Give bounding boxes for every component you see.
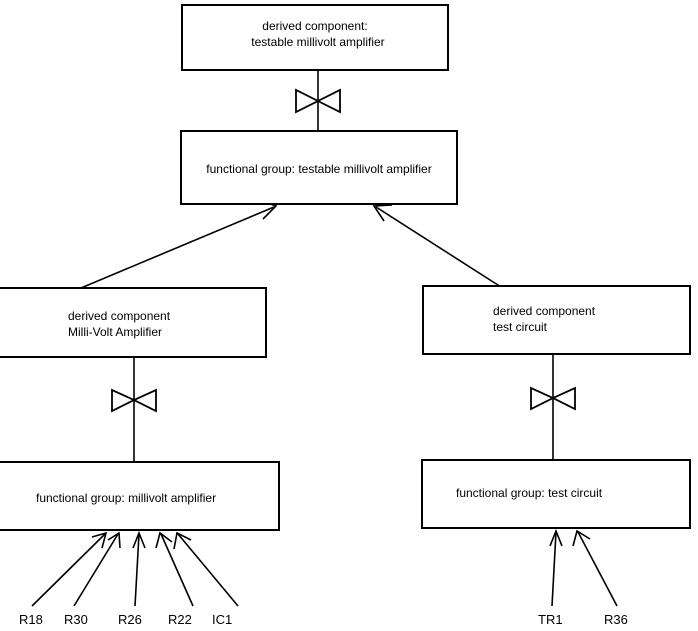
node-label-derived-mv-amp-line1: derived component bbox=[68, 309, 171, 323]
node-label-fg-mv-amp: functional group: millivolt amplifier bbox=[36, 491, 216, 505]
leaf-label-r22[interactable]: R22 bbox=[168, 612, 192, 627]
arrow-head-r26 bbox=[132, 530, 146, 549]
leaf-label-r26[interactable]: R26 bbox=[118, 612, 142, 627]
node-box-fg-mv-amp[interactable] bbox=[0, 461, 280, 531]
leaf-label-tr1[interactable]: TR1 bbox=[538, 612, 563, 627]
leaf-label-r18[interactable]: R18 bbox=[19, 612, 43, 627]
node-fg-testable-mv-amp[interactable]: functional group: testable millivolt amp… bbox=[180, 130, 458, 205]
bowtie-refinement-icon-left[interactable] bbox=[111, 388, 157, 413]
node-label-derived-testable-mv-amp-line2: testable millivolt amplifier bbox=[251, 35, 384, 49]
node-label-derived-testable-mv-amp-line1: derived component: bbox=[262, 19, 367, 33]
node-label-fg-testable-mv-amp: functional group: testable millivolt amp… bbox=[206, 162, 431, 176]
arrow-line-r26 bbox=[134, 533, 140, 607]
arrow-line-testcircuit-to-fg-testable bbox=[375, 206, 502, 288]
arrow-line-mvamp-to-fg-testable bbox=[80, 206, 275, 289]
arrow-head-r18 bbox=[91, 531, 108, 549]
arrow-line-tr1 bbox=[551, 531, 557, 607]
arrow-head-ic1 bbox=[173, 531, 192, 550]
bowtie-refinement-icon-top[interactable] bbox=[295, 88, 341, 114]
arrow-head-r22 bbox=[155, 531, 173, 549]
arrow-line-ic1 bbox=[177, 533, 239, 607]
arrow-line-r36 bbox=[577, 531, 618, 607]
refinement-connector-layer bbox=[111, 88, 576, 413]
node-box-derived-testable-mv-amp[interactable] bbox=[181, 4, 449, 71]
node-label-derived-test-circuit-line1: derived component bbox=[493, 304, 596, 318]
arrow-head-testcircuit-to-fg-testable bbox=[372, 204, 393, 222]
node-derived-testable-mv-amp[interactable]: derived component: testable millivolt am… bbox=[181, 4, 449, 71]
node-label-derived-test-circuit-line2: test circuit bbox=[493, 320, 548, 334]
edge-layer bbox=[31, 70, 618, 607]
arrow-line-r22 bbox=[160, 533, 194, 607]
arrow-line-r18 bbox=[31, 533, 106, 607]
leaf-label-ic1[interactable]: IC1 bbox=[212, 612, 232, 627]
node-derived-test-circuit[interactable]: derived component test circuit bbox=[422, 285, 691, 355]
leaf-label-r30[interactable]: R30 bbox=[64, 612, 88, 627]
bowtie-refinement-icon-right[interactable] bbox=[530, 386, 576, 411]
arrow-line-r30 bbox=[73, 533, 119, 607]
node-fg-test-circuit[interactable]: functional group: test circuit bbox=[421, 459, 691, 529]
node-label-derived-mv-amp-line2: Milli-Volt Amplifier bbox=[68, 325, 162, 339]
leaf-label-r36[interactable]: R36 bbox=[604, 612, 628, 627]
node-box-derived-mv-amp[interactable] bbox=[0, 287, 267, 358]
leaf-label-layer: R18 R30 R26 R22 IC1 TR1 R36 bbox=[19, 612, 628, 627]
node-derived-mv-amp[interactable]: derived component Milli-Volt Amplifier bbox=[0, 287, 267, 358]
node-box-fg-test-circuit[interactable] bbox=[421, 459, 691, 529]
arrow-head-r30 bbox=[107, 531, 121, 549]
arrow-head-tr1 bbox=[549, 528, 563, 547]
node-box-derived-test-circuit[interactable] bbox=[422, 285, 691, 355]
node-box-fg-testable-mv-amp[interactable] bbox=[180, 130, 458, 205]
arrow-head-r36 bbox=[572, 529, 591, 547]
node-label-fg-test-circuit: functional group: test circuit bbox=[456, 486, 603, 500]
node-fg-mv-amp[interactable]: functional group: millivolt amplifier bbox=[0, 461, 280, 531]
